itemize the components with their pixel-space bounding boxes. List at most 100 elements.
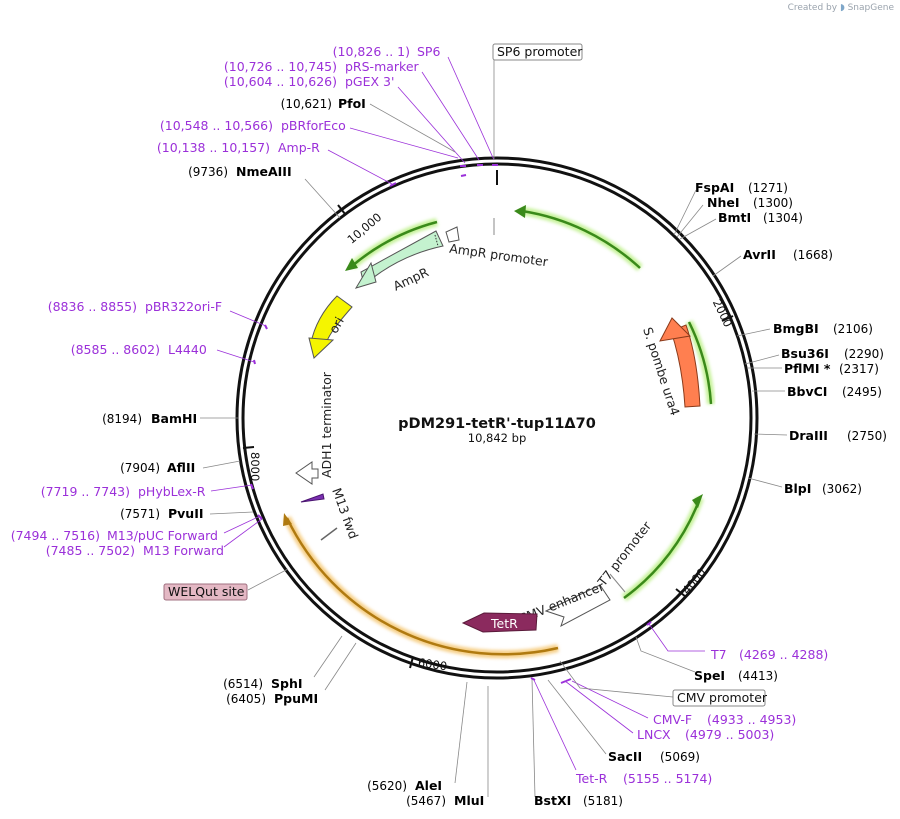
credit-brand: SnapGene	[847, 3, 894, 13]
feature-cmv-enhancer	[544, 584, 611, 628]
leader-cmv-box	[559, 660, 674, 698]
label-cmv-promoter-box	[672, 689, 766, 707]
leader-blpi	[747, 477, 783, 488]
enzyme-sphi-pos: (6514)	[223, 677, 263, 691]
enzyme-blpi-name: BlpI	[784, 481, 811, 496]
enzyme-alei[interactable]: (5620) AleI	[367, 778, 442, 793]
enzyme-alei-name: AleI	[415, 778, 442, 793]
feature-arrowhead-top-right	[514, 205, 526, 218]
enzyme-draiii[interactable]: DraIII (2750)	[789, 428, 887, 443]
primer-cmvf-name: CMV-F	[653, 712, 692, 727]
enzyme-pflmi[interactable]: PflMI * (2317)	[784, 361, 879, 376]
enzyme-sacii[interactable]: SacII (5069)	[608, 749, 700, 764]
enzyme-bmgbi-name: BmgBI	[773, 321, 819, 336]
feature-ampr-label: AmpR	[391, 264, 431, 294]
enzyme-bbvci-name: BbvCI	[787, 384, 827, 399]
tick-6000-label: 6000	[417, 655, 448, 673]
enzyme-avrii[interactable]: AvrII (1668)	[743, 247, 833, 262]
enzyme-spei[interactable]: SpeI (4413)	[694, 668, 778, 683]
enzyme-sacii-pos: (5069)	[660, 750, 700, 764]
leader-ppumi	[324, 642, 357, 691]
enzyme-sphi[interactable]: (6514) SphI	[223, 676, 302, 691]
enzyme-ppumi[interactable]: (6405) PpuMI	[226, 691, 318, 706]
label-welqut-site[interactable]: WELQut site	[163, 583, 248, 601]
enzyme-nhei[interactable]: NheI (1300)	[707, 195, 793, 210]
tick-8000-label: 8000	[248, 452, 262, 481]
enzyme-bbvci-pos: (2495)	[842, 385, 882, 399]
enzyme-bbvci[interactable]: BbvCI (2495)	[787, 384, 882, 399]
primer-cmvf[interactable]: CMV-F (4933 .. 4953)	[653, 712, 796, 727]
enzyme-bamhi[interactable]: (8194) BamHI	[102, 411, 197, 426]
label-cmv-promoter-text: CMV promoter	[677, 690, 768, 705]
enzyme-bstxi[interactable]: BstXI (5181)	[534, 793, 623, 808]
leader-tetr-primer	[532, 677, 577, 771]
enzyme-avrii-name: AvrII	[743, 247, 776, 262]
enzyme-bmti-pos: (1304)	[763, 211, 803, 225]
enzyme-fspai[interactable]: FspAI (1271)	[695, 180, 788, 195]
enzyme-blpi[interactable]: BlpI (3062)	[784, 481, 862, 496]
feature-adh1-label: ADH1 terminator	[319, 371, 334, 478]
enzyme-pflmi-pos: (2317)	[839, 362, 879, 376]
enzyme-fspai-name: FspAI	[695, 180, 734, 195]
enzyme-bsu36i-name: Bsu36I	[781, 346, 829, 361]
label-welqut-site-box	[163, 583, 248, 601]
primer-pbr322ori[interactable]: (8836 .. 8855) pBR322ori-F	[48, 299, 222, 314]
mark-ampr-primer	[389, 182, 397, 187]
leader-prs	[421, 71, 480, 161]
primer-m13fwd[interactable]: (7485 .. 7502) M13 Forward	[46, 543, 224, 558]
mark-l4440	[253, 359, 256, 365]
leader-nhei	[676, 204, 704, 238]
mark-m13	[257, 514, 263, 520]
enzyme-sphi-name: SphI	[271, 676, 303, 691]
mark-phyblex	[250, 483, 254, 490]
primer-sp6[interactable]: (10,826 .. 1) SP6	[333, 44, 441, 59]
leader-pgex	[397, 86, 466, 164]
tick-6000-mark	[409, 656, 414, 669]
feature-tetr-label: TetR	[490, 616, 518, 631]
primer-prs-marker[interactable]: (10,726 .. 10,745) pRS-marker	[224, 59, 420, 74]
feature-ori-label: ori	[326, 314, 347, 336]
leader-ampr-primer	[327, 149, 393, 185]
enzyme-pfoi[interactable]: (10,621) PfoI	[281, 96, 366, 111]
feature-m13-tick	[320, 527, 338, 541]
leader-bmgbi	[736, 328, 771, 337]
label-sp6-promoter[interactable]: SP6 promoter	[492, 43, 583, 61]
primer-tetr-name: Tet-R	[575, 771, 608, 786]
enzyme-bmti[interactable]: BmtI (1304)	[718, 210, 803, 225]
primer-pbrforeco[interactable]: (10,548 .. 10,566) pBRforEco	[160, 118, 346, 133]
enzyme-mlui-name: MluI	[454, 793, 484, 808]
primer-m13puc-name: M13/pUC Forward	[107, 528, 218, 543]
enzyme-spei-pos: (4413)	[738, 669, 778, 683]
enzyme-bamhi-name: BamHI	[151, 411, 197, 426]
primer-tetr[interactable]: Tet-R (5155 .. 5174)	[575, 771, 712, 786]
primer-amp-r-range: (10,138 .. 10,157)	[157, 140, 270, 155]
enzyme-bmgbi-pos: (2106)	[833, 322, 873, 336]
enzyme-pvuii[interactable]: (7571) PvuII	[120, 506, 203, 521]
feature-m13fwd	[300, 493, 325, 503]
primer-pgex[interactable]: (10,604 .. 10,626) pGEX 3'	[224, 74, 395, 89]
primer-m13fwd-name: M13 Forward	[143, 543, 224, 558]
feature-ampr-promoter	[445, 226, 460, 243]
enzyme-aflii-name: AflII	[167, 460, 195, 475]
leader-bstxi	[531, 678, 536, 798]
primer-l4440[interactable]: (8585 .. 8602) L4440	[71, 342, 207, 357]
leader-l4440	[216, 349, 255, 363]
primer-marks	[250, 164, 652, 684]
enzyme-aflii[interactable]: (7904) AflII	[120, 460, 195, 475]
enzyme-mlui[interactable]: (5467) MluI	[406, 793, 484, 808]
enzyme-bmgbi[interactable]: BmgBI (2106)	[773, 321, 873, 336]
enzyme-bsu36i[interactable]: Bsu36I (2290)	[781, 346, 884, 361]
primer-m13puc[interactable]: (7494 .. 7516) M13/pUC Forward	[11, 528, 218, 543]
label-cmv-promoter[interactable]: CMV promoter	[672, 689, 768, 707]
enzyme-bmti-name: BmtI	[718, 210, 751, 225]
primer-phyblex[interactable]: (7719 .. 7743) pHybLex-R	[41, 484, 206, 499]
feature-arc-bottom	[285, 517, 559, 656]
enzyme-spei-name: SpeI	[694, 668, 725, 683]
primer-amp-r[interactable]: (10,138 .. 10,157) Amp-R	[157, 140, 320, 155]
primer-t7[interactable]: T7 (4269 .. 4288)	[710, 647, 828, 662]
primer-lncx[interactable]: LNCX (4979 .. 5003)	[637, 727, 774, 742]
enzyme-avrii-pos: (1668)	[793, 248, 833, 262]
enzyme-nmeaiii[interactable]: (9736) NmeAIII	[188, 164, 292, 179]
leader-bmti	[679, 218, 717, 240]
